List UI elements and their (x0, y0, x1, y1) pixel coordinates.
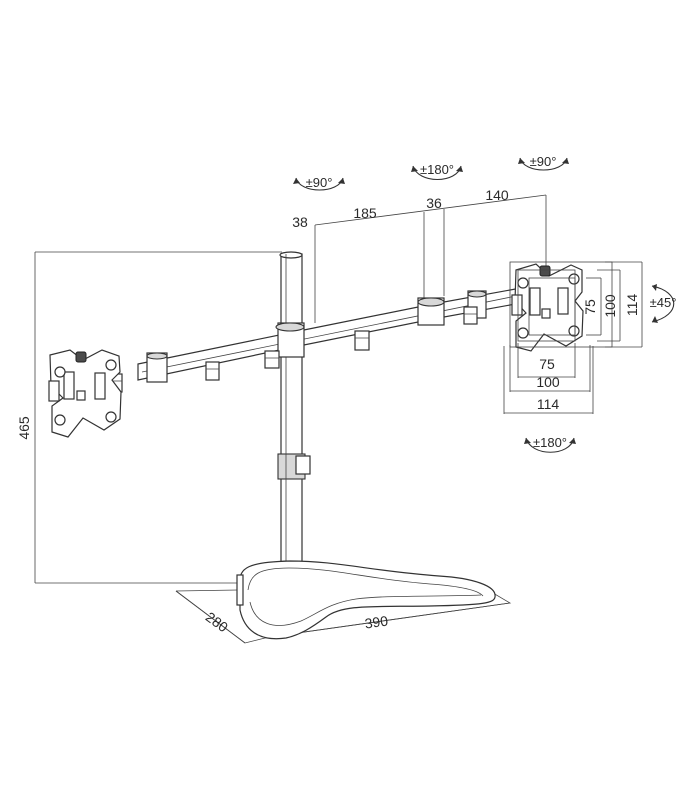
center-swivel-indicator: ±180° (411, 162, 463, 180)
right-vesa-plate (511, 263, 584, 352)
plate-tilt-indicator: ±45° (650, 284, 677, 323)
vesa-h-75: 75 (539, 356, 555, 372)
vesa-v-75: 75 (582, 299, 598, 315)
vesa-h-100: 100 (536, 374, 560, 390)
plate-swivel-label: ±180° (533, 435, 567, 450)
central-pole (277, 251, 311, 573)
monitor-arm (109, 287, 522, 393)
arm-dim-38: 38 (292, 214, 308, 230)
vesa-h-114: 114 (537, 396, 560, 412)
height-dimension: 465 (16, 251, 282, 584)
height-label: 465 (16, 416, 32, 440)
plate-tilt-label: ±45° (650, 295, 677, 310)
vesa-dimensions: 75 100 114 75 100 114 (503, 261, 643, 414)
stand-base (236, 560, 496, 640)
right-tilt-label: ±90° (530, 154, 557, 169)
center-swivel-label: ±180° (420, 162, 454, 177)
base-depth-label: 280 (203, 609, 231, 636)
left-tilt-label: ±90° (306, 175, 333, 190)
base-width-label: 390 (364, 612, 390, 631)
vesa-v-100: 100 (602, 294, 618, 318)
arm-dim-36: 36 (426, 195, 442, 211)
left-vesa-plate (48, 349, 122, 438)
left-tilt-indicator: ±90° (293, 175, 345, 191)
arm-dim-140: 140 (485, 187, 509, 203)
arm-dimension-lines: 38 185 36 140 (292, 187, 547, 323)
vesa-v-114: 114 (624, 294, 640, 317)
right-tilt-indicator: ±90° (518, 154, 569, 171)
plate-swivel-indicator: ±180° (524, 435, 576, 453)
arm-dim-185: 185 (353, 205, 377, 221)
